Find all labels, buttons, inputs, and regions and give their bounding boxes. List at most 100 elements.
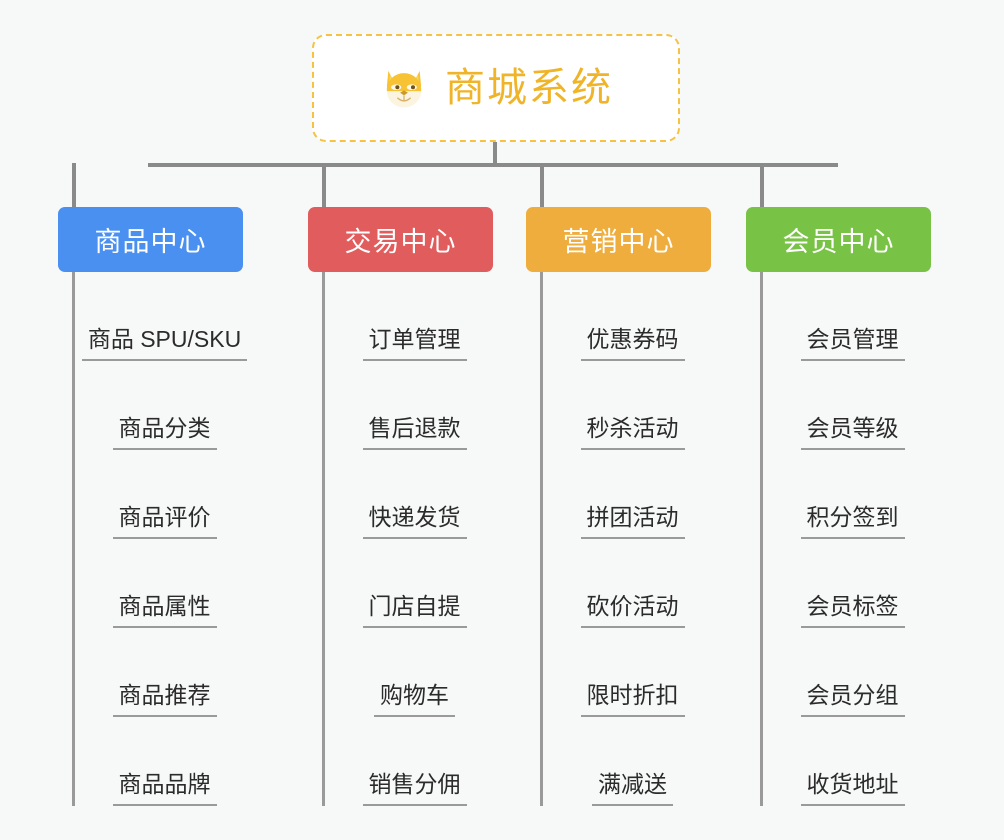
leaf-underline xyxy=(112,804,217,806)
leaf-underline xyxy=(800,359,905,361)
leaf-label: 售后退款 xyxy=(368,415,461,442)
leaf-inner: 门店自提 xyxy=(351,592,479,628)
leaf-label: 收货地址 xyxy=(806,771,899,798)
leaf-inner: 会员管理 xyxy=(789,325,917,361)
category-box-2[interactable]: 营销中心 xyxy=(526,207,711,272)
category-box-1[interactable]: 交易中心 xyxy=(308,207,493,272)
category-label: 交易中心 xyxy=(344,227,457,257)
leaf-underline xyxy=(112,626,217,628)
leaf-inner: 砍价活动 xyxy=(569,592,697,628)
leaf-inner: 限时折扣 xyxy=(569,681,697,717)
leaf-label: 秒杀活动 xyxy=(586,415,679,442)
leaf-underline xyxy=(362,626,467,628)
leaf-item[interactable]: 购物车 xyxy=(322,628,507,717)
leaf-label: 订单管理 xyxy=(368,326,461,353)
leaf-spine-3 xyxy=(760,272,763,806)
connector-drop-0 xyxy=(72,163,76,207)
leaf-label: 商品推荐 xyxy=(118,682,211,709)
leaf-inner: 购物车 xyxy=(362,681,467,717)
leaf-underline xyxy=(580,715,685,717)
leaf-inner: 拼团活动 xyxy=(569,503,697,539)
leaf-inner: 商品品牌 xyxy=(101,770,229,806)
leaf-inner: 商品属性 xyxy=(101,592,229,628)
leaf-underline xyxy=(800,537,905,539)
leaf-item[interactable]: 限时折扣 xyxy=(540,628,725,717)
leaf-label: 商品品牌 xyxy=(118,771,211,798)
leaf-item[interactable]: 收货地址 xyxy=(760,717,945,806)
category-box-3[interactable]: 会员中心 xyxy=(746,207,931,272)
category-box-0[interactable]: 商品中心 xyxy=(58,207,243,272)
leaf-item[interactable]: 砍价活动 xyxy=(540,539,725,628)
leaf-label: 满减送 xyxy=(598,771,667,798)
leaf-label: 门店自提 xyxy=(368,593,461,620)
leaf-label: 会员分组 xyxy=(806,682,899,709)
leaf-underline xyxy=(800,715,905,717)
leaf-inner: 收货地址 xyxy=(789,770,917,806)
shiba-dog-icon xyxy=(379,63,429,113)
leaf-label: 砍价活动 xyxy=(586,593,679,620)
leaf-item[interactable]: 快递发货 xyxy=(322,450,507,539)
leaf-item[interactable]: 商品评价 xyxy=(72,450,257,539)
root-title: 商城系统 xyxy=(445,66,613,110)
leaf-spine-2 xyxy=(540,272,543,806)
leaf-item[interactable]: 商品品牌 xyxy=(72,717,257,806)
leaf-item[interactable]: 订单管理 xyxy=(322,272,507,361)
leaf-spine-1 xyxy=(322,272,325,806)
leaf-underline xyxy=(592,804,673,806)
leaf-inner: 快递发货 xyxy=(351,503,479,539)
leaf-item[interactable]: 商品 SPU/SKU xyxy=(72,272,257,361)
leaf-inner: 秒杀活动 xyxy=(569,414,697,450)
category-label: 营销中心 xyxy=(562,227,675,257)
leaf-underline xyxy=(81,359,248,361)
leaf-column-1: 订单管理售后退款快递发货门店自提购物车销售分佣 xyxy=(322,272,507,806)
leaf-underline xyxy=(800,804,905,806)
leaf-label: 商品分类 xyxy=(118,415,211,442)
leaf-inner: 商品推荐 xyxy=(101,681,229,717)
leaf-underline xyxy=(362,804,467,806)
connector-drop-2 xyxy=(540,163,544,207)
leaf-underline xyxy=(800,448,905,450)
leaf-label: 优惠券码 xyxy=(586,326,679,353)
leaf-underline xyxy=(800,626,905,628)
leaf-item[interactable]: 会员标签 xyxy=(760,539,945,628)
leaf-item[interactable]: 商品分类 xyxy=(72,361,257,450)
leaf-underline xyxy=(112,448,217,450)
leaf-label: 会员标签 xyxy=(806,593,899,620)
leaf-underline xyxy=(374,715,455,717)
leaf-underline xyxy=(112,715,217,717)
leaf-underline xyxy=(362,359,467,361)
leaf-label: 快递发货 xyxy=(368,504,461,531)
leaf-item[interactable]: 会员等级 xyxy=(760,361,945,450)
leaf-inner: 商品 SPU/SKU xyxy=(70,325,259,361)
leaf-item[interactable]: 积分签到 xyxy=(760,450,945,539)
leaf-item[interactable]: 商品属性 xyxy=(72,539,257,628)
leaf-underline xyxy=(580,626,685,628)
connector-horizontal-bus xyxy=(148,163,838,167)
leaf-item[interactable]: 优惠券码 xyxy=(540,272,725,361)
leaf-item[interactable]: 会员管理 xyxy=(760,272,945,361)
leaf-underline xyxy=(580,448,685,450)
leaf-underline xyxy=(580,359,685,361)
leaf-inner: 积分签到 xyxy=(789,503,917,539)
leaf-label: 商品属性 xyxy=(118,593,211,620)
leaf-item[interactable]: 商品推荐 xyxy=(72,628,257,717)
leaf-column-3: 会员管理会员等级积分签到会员标签会员分组收货地址 xyxy=(760,272,945,806)
leaf-inner: 会员等级 xyxy=(789,414,917,450)
leaf-item[interactable]: 拼团活动 xyxy=(540,450,725,539)
leaf-inner: 商品评价 xyxy=(101,503,229,539)
leaf-label: 销售分佣 xyxy=(368,771,461,798)
leaf-item[interactable]: 满减送 xyxy=(540,717,725,806)
leaf-label: 商品评价 xyxy=(118,504,211,531)
leaf-item[interactable]: 会员分组 xyxy=(760,628,945,717)
category-label: 商品中心 xyxy=(94,227,207,257)
leaf-item[interactable]: 秒杀活动 xyxy=(540,361,725,450)
leaf-item[interactable]: 门店自提 xyxy=(322,539,507,628)
leaf-underline xyxy=(362,448,467,450)
leaf-item[interactable]: 销售分佣 xyxy=(322,717,507,806)
leaf-item[interactable]: 售后退款 xyxy=(322,361,507,450)
leaf-spine-0 xyxy=(72,272,75,806)
leaf-label: 商品 SPU/SKU xyxy=(87,326,242,353)
root-node-shopping-system[interactable]: 商城系统 xyxy=(312,34,680,142)
leaf-column-0: 商品 SPU/SKU 商品分类商品评价商品属性商品推荐商品品牌 xyxy=(72,272,257,806)
